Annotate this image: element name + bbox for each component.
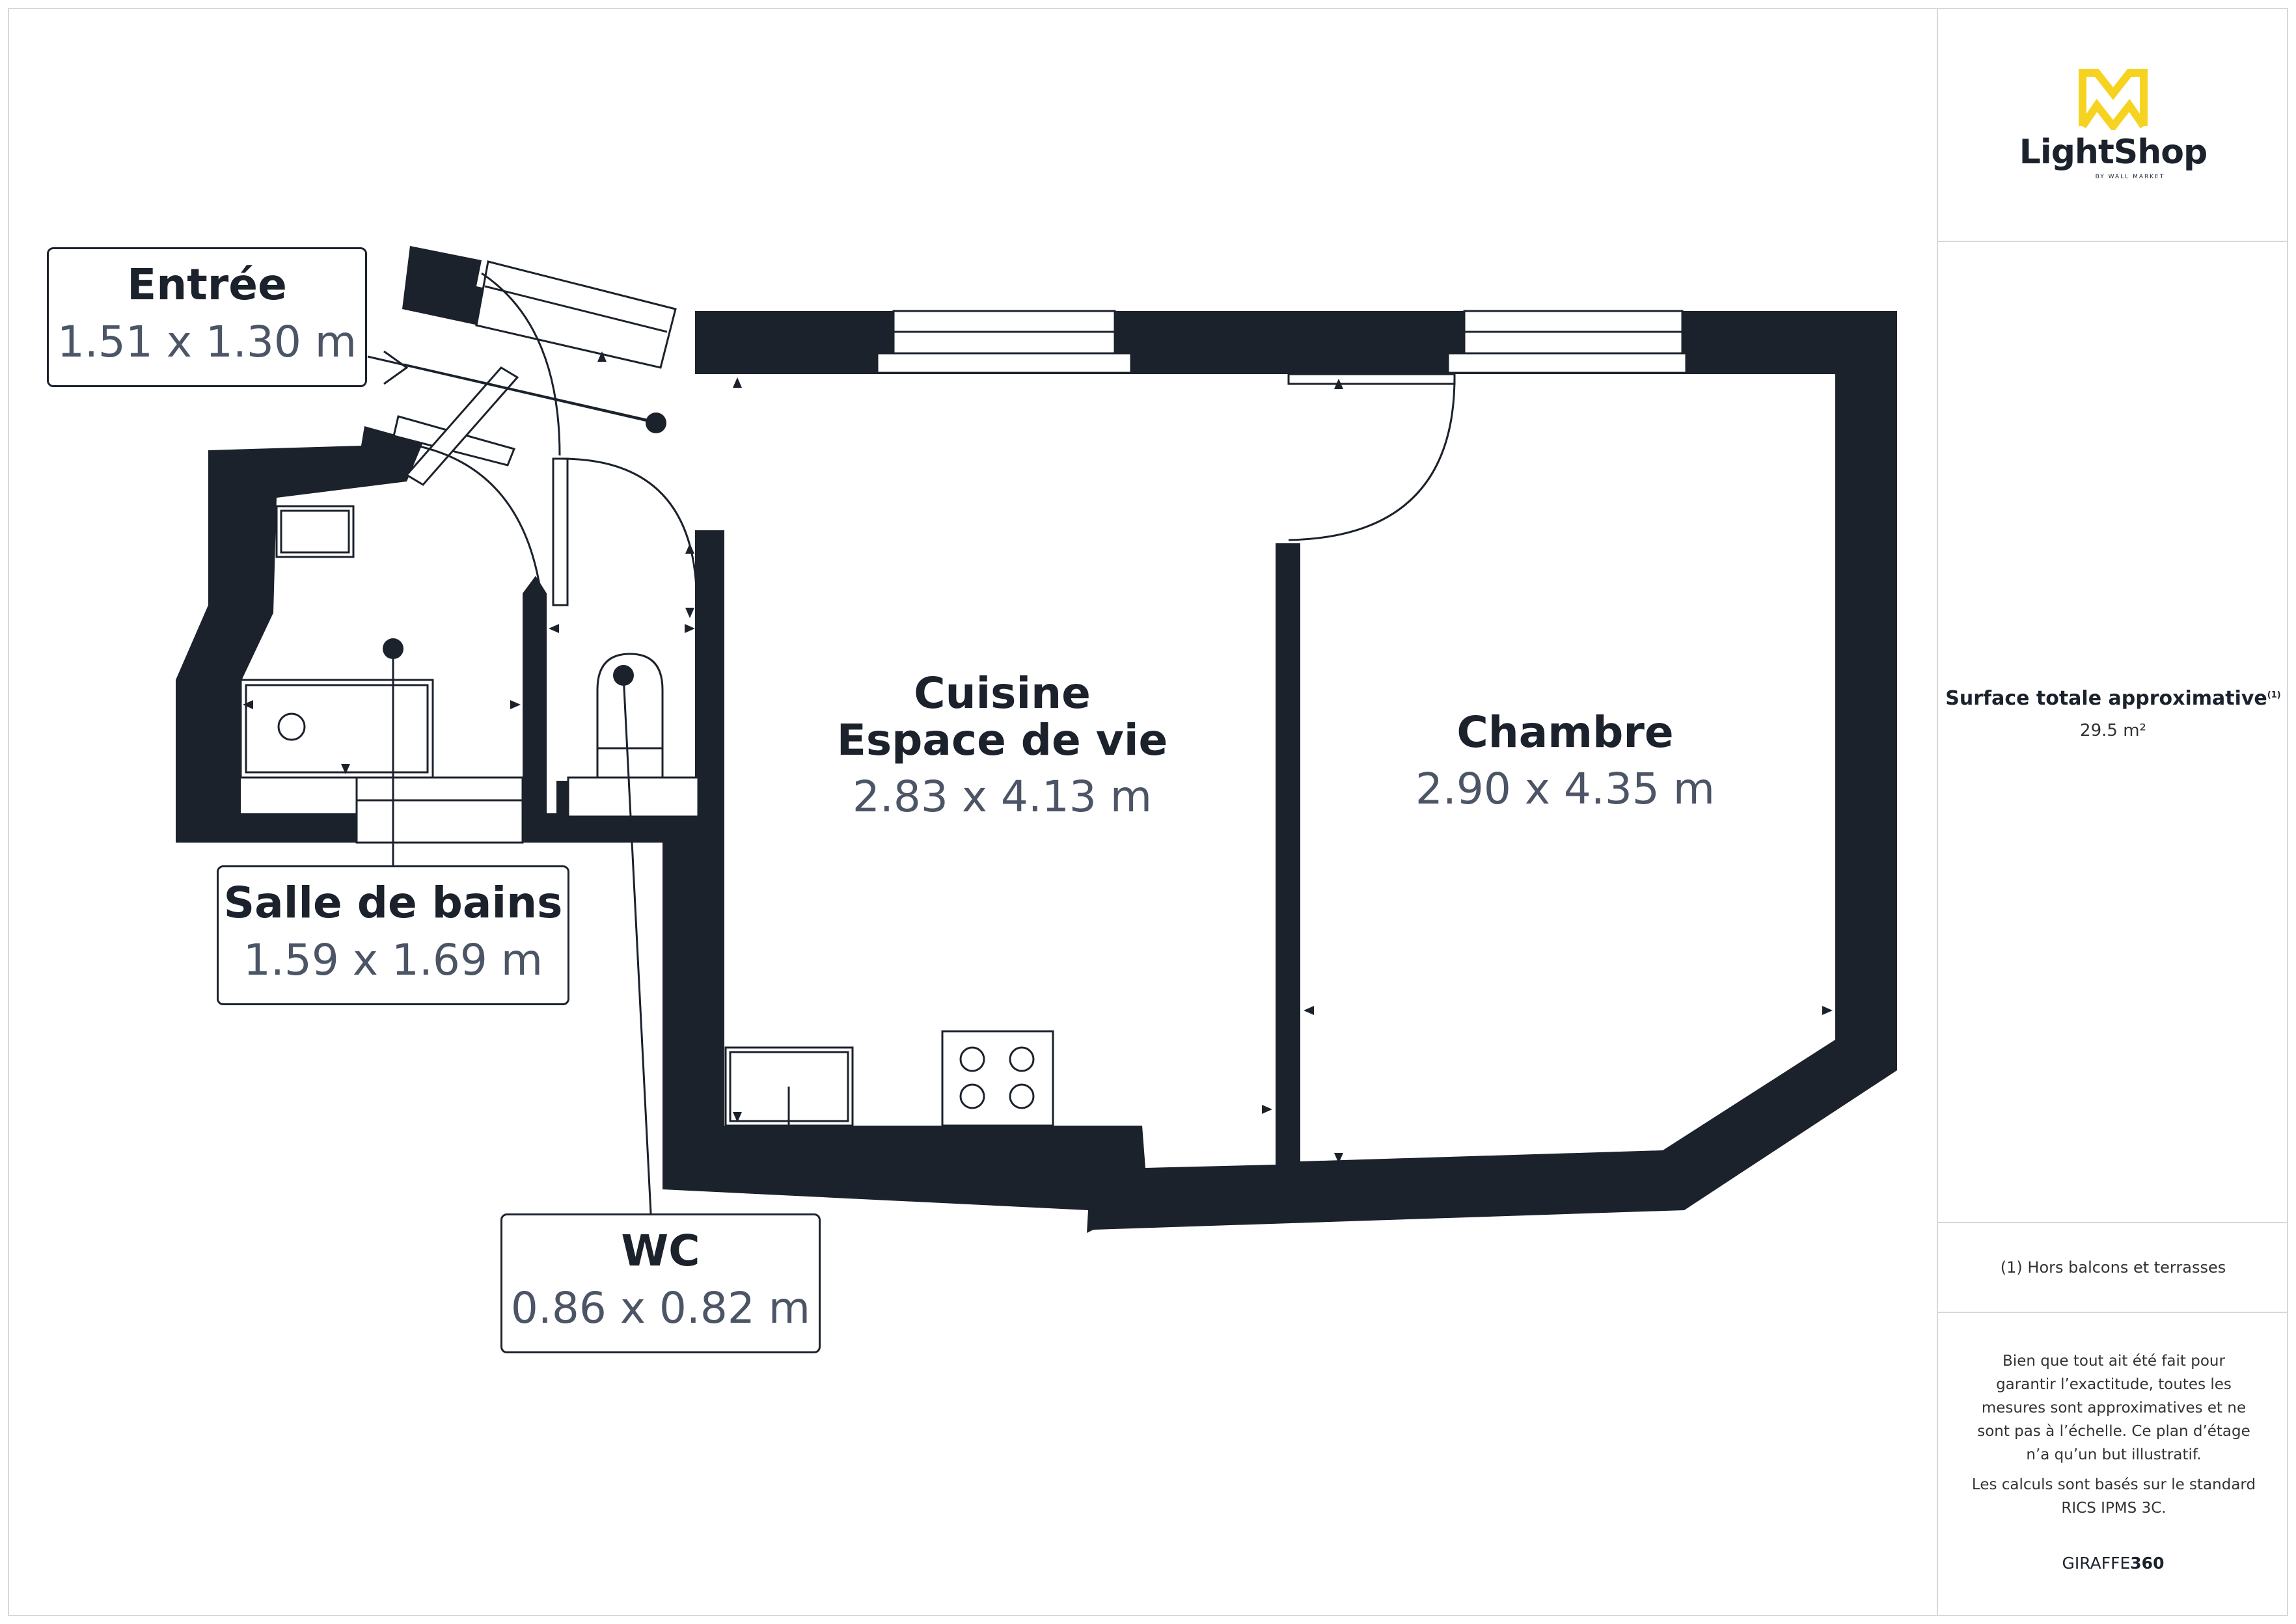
logo-section: LightShop BY WALL MARKET xyxy=(1938,8,2288,242)
area-value: 29.5 m² xyxy=(2080,721,2146,740)
burner-2 xyxy=(1009,1046,1035,1072)
room-label-cuisine: Cuisine Espace de vie 2.83 x 4.13 m xyxy=(774,670,1230,819)
entrance-door-swing xyxy=(481,272,561,456)
note-section: (1) Hors balcons et terrasses xyxy=(1938,1223,2288,1313)
room-label-sdb: Salle de bains 1.59 x 1.69 m xyxy=(217,865,569,1005)
toilet xyxy=(596,653,664,779)
wc-leader xyxy=(622,675,652,1214)
area-note: (1) Hors balcons et terrasses xyxy=(2000,1258,2226,1277)
burner-1 xyxy=(959,1046,985,1072)
room-name-wc: WC xyxy=(621,1226,700,1276)
burner-4 xyxy=(1009,1083,1035,1109)
entrance-door-wall xyxy=(402,246,491,325)
lightshop-logo-icon xyxy=(2079,69,2148,130)
bath-drain xyxy=(277,712,306,741)
sdb-door-swing xyxy=(560,457,698,589)
window-cuisine-sill xyxy=(876,352,1132,374)
sidebar: LightShop BY WALL MARKET Surface totale … xyxy=(1937,8,2288,1616)
cooktop xyxy=(941,1030,1054,1127)
room-label-wc: WC 0.86 x 0.82 m xyxy=(500,1213,821,1353)
window-wc xyxy=(567,776,700,818)
chambre-door-leaf xyxy=(1287,373,1456,385)
entrance-top-wall xyxy=(695,311,722,374)
burner-3 xyxy=(959,1083,985,1109)
disclaimer-text: Bien que tout ait été fait pour garantir… xyxy=(1977,1353,2250,1463)
sdb-door-swing-2 xyxy=(416,444,541,589)
leader-dots xyxy=(383,413,666,686)
leaders xyxy=(367,350,657,1214)
windows xyxy=(355,260,1688,844)
measure-arrows xyxy=(243,351,1833,1163)
room-dims-chambre: 2.90 x 4.35 m xyxy=(1415,764,1715,814)
room-name-cuisine-2: Espace de vie xyxy=(836,715,1168,765)
entrance-door-leaf xyxy=(405,366,519,486)
room-dims-entree: 1.51 x 1.30 m xyxy=(57,317,357,367)
area-section: Surface totale approximative(1) 29.5 m² xyxy=(1938,242,2288,1223)
chambre-door-swing xyxy=(1288,377,1456,541)
room-name-entree: Entrée xyxy=(127,260,287,310)
window-chambre-sill xyxy=(1447,352,1688,374)
sdb-door-leaf xyxy=(552,457,569,606)
window-entree xyxy=(475,260,677,369)
window-sdb xyxy=(355,776,524,844)
logo-name: LightShop xyxy=(2019,133,2207,172)
window-lines xyxy=(357,285,1682,802)
room-dims-cuisine: 2.83 x 4.13 m xyxy=(852,772,1153,822)
room-dims-sdb: 1.59 x 1.69 m xyxy=(243,935,543,985)
partition-wall xyxy=(523,576,547,843)
room-label-chambre: Chambre 2.90 x 4.35 m xyxy=(1337,709,1793,811)
giraffe360-credit: GIRAFFE360 xyxy=(2062,1554,2165,1573)
disclaimer-section: Bien que tout ait été fait pour garantir… xyxy=(1938,1313,2288,1616)
floor-plan xyxy=(176,246,1897,1233)
main-exterior-wall xyxy=(556,311,1897,1233)
area-title: Surface totale approximative(1) xyxy=(1945,687,2281,710)
room-label-entree: Entrée 1.51 x 1.30 m xyxy=(47,247,367,387)
entree-leader xyxy=(367,355,657,424)
room-name-chambre: Chambre xyxy=(1456,707,1674,757)
page-frame xyxy=(8,8,2288,1616)
calc-note: Les calculs sont basés sur le standard R… xyxy=(1971,1476,2256,1517)
room-name-cuisine-1: Cuisine xyxy=(914,668,1091,718)
room-dims-wc: 0.86 x 0.82 m xyxy=(510,1283,811,1333)
bathroom-wall xyxy=(176,426,556,843)
sdb-sink-inner xyxy=(280,509,350,554)
fixtures xyxy=(239,505,1054,1127)
logo-subtitle: BY WALL MARKET xyxy=(2095,174,2165,180)
room-name-sdb: Salle de bains xyxy=(223,878,563,928)
walls xyxy=(176,246,1897,1233)
bathtub-inner xyxy=(245,684,429,774)
